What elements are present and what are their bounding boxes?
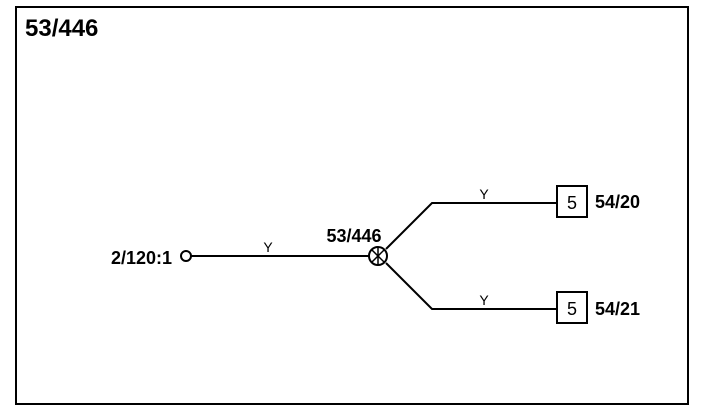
splice-icon — [368, 246, 388, 266]
connector-box-label-lower: 5 — [567, 299, 577, 319]
connector-box-label-upper: 5 — [567, 193, 577, 213]
connector-box-lower — [556, 291, 588, 324]
branch-wire-lower — [385, 262, 557, 310]
source-terminal-icon — [180, 250, 192, 262]
target-label-lower: 54/21 — [595, 299, 640, 319]
source-terminal-label: 2/120:1 — [111, 248, 172, 268]
diagram-title: 53/446 — [25, 15, 98, 42]
branch-wire-label-lower: Y — [479, 292, 489, 308]
branch-wire-label-upper: Y — [479, 186, 489, 202]
connector-box-upper — [556, 185, 588, 218]
splice-label: 53/446 — [326, 226, 381, 246]
trunk-wire-label: Y — [263, 239, 273, 255]
target-label-upper: 54/20 — [595, 192, 640, 212]
branch-wire-upper — [385, 202, 557, 250]
